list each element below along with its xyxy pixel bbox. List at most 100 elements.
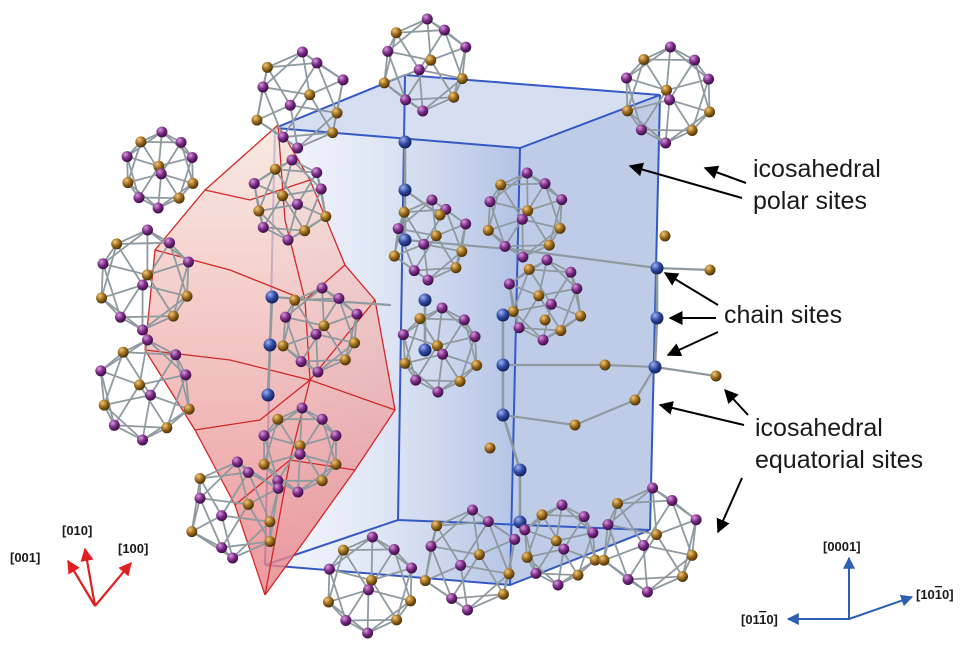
bond — [436, 353, 444, 393]
bond — [395, 567, 413, 621]
polar-atom — [436, 302, 448, 314]
bond — [220, 514, 271, 523]
bond — [668, 98, 711, 113]
bond — [383, 31, 398, 84]
equatorial-atom — [399, 357, 411, 369]
polar-atom — [142, 334, 153, 346]
equatorial-atom — [135, 136, 147, 148]
bond — [262, 194, 284, 229]
bond — [463, 318, 478, 367]
bond — [691, 518, 697, 557]
bond — [282, 131, 334, 138]
equatorial-atom — [598, 554, 610, 566]
arrow-equatorial-2 — [658, 401, 745, 426]
polar-atom — [499, 240, 511, 252]
equatorial-atom — [167, 310, 179, 322]
bond — [427, 250, 463, 281]
polar-atom — [425, 540, 437, 552]
equatorial-atom — [686, 125, 698, 137]
equatorial-atom — [187, 177, 199, 189]
bond — [435, 520, 490, 527]
bond — [293, 299, 317, 336]
bond — [459, 335, 476, 383]
bond — [139, 140, 182, 144]
bond — [100, 262, 104, 299]
polar-atom — [186, 151, 198, 163]
bond — [190, 477, 201, 533]
bond — [573, 398, 637, 427]
bond — [344, 618, 398, 622]
equatorial-atom — [431, 520, 443, 532]
polar-atom — [330, 430, 342, 442]
equatorial-atom — [264, 516, 276, 528]
bond — [607, 487, 654, 526]
bond — [528, 268, 553, 306]
bond — [504, 244, 551, 248]
equatorial-atom — [337, 544, 349, 556]
bond — [262, 86, 311, 96]
chain-atom — [496, 308, 510, 322]
polar-atom — [295, 356, 307, 368]
polar-atom — [137, 279, 149, 291]
bond — [383, 68, 421, 84]
polar-atom — [316, 413, 328, 425]
equatorial-atom — [521, 551, 533, 563]
bond — [321, 287, 325, 327]
bond — [603, 363, 657, 369]
bond — [528, 268, 572, 274]
equatorial-atom — [659, 230, 671, 242]
bond — [487, 520, 510, 575]
bond — [487, 183, 502, 232]
equatorial-atom — [141, 269, 153, 281]
bond — [308, 93, 334, 134]
label-icosahedral-polar-line1: icosahedral — [753, 155, 881, 183]
chain-atom — [398, 183, 412, 197]
polar-atom — [666, 495, 678, 507]
polar-atom — [556, 194, 568, 206]
axis-010-label: [010] — [62, 523, 92, 538]
bond — [103, 404, 144, 441]
polar-atom — [458, 314, 470, 326]
polar-atom — [545, 298, 557, 310]
bond — [535, 572, 579, 577]
equatorial-atom — [272, 413, 284, 425]
polar-atom — [392, 223, 404, 235]
bond — [103, 351, 125, 407]
polar-atom — [152, 202, 164, 214]
polar-atom — [422, 274, 434, 286]
bond — [315, 62, 338, 114]
bond — [607, 523, 629, 581]
polar-atom — [421, 13, 433, 25]
polar-atom — [437, 348, 449, 360]
bond — [526, 198, 563, 212]
bond — [668, 59, 696, 101]
bond — [557, 548, 565, 586]
bond — [421, 77, 464, 112]
equatorial-atom — [572, 569, 584, 581]
bond — [370, 536, 374, 582]
polar-atom — [397, 329, 409, 341]
bond — [431, 199, 438, 237]
polar-atom — [333, 292, 345, 304]
bond — [430, 545, 481, 556]
bond — [655, 518, 697, 536]
bond — [478, 553, 505, 596]
bond — [526, 172, 529, 212]
bond — [180, 141, 194, 185]
polar-atom — [484, 196, 496, 208]
axis-0001-label: [0001] — [823, 539, 861, 554]
bond — [627, 533, 658, 581]
equatorial-atom — [704, 264, 716, 276]
bond — [99, 369, 141, 386]
bond — [149, 394, 191, 411]
bond — [342, 549, 370, 591]
bond — [263, 407, 304, 437]
bond — [266, 62, 318, 69]
equatorial-atom — [181, 290, 193, 302]
polar-atom — [460, 218, 472, 230]
polar-atom — [408, 265, 420, 277]
equatorial-atom — [503, 568, 515, 580]
polar-atom — [142, 224, 153, 236]
bond — [296, 463, 337, 493]
polar-atom — [216, 542, 228, 554]
